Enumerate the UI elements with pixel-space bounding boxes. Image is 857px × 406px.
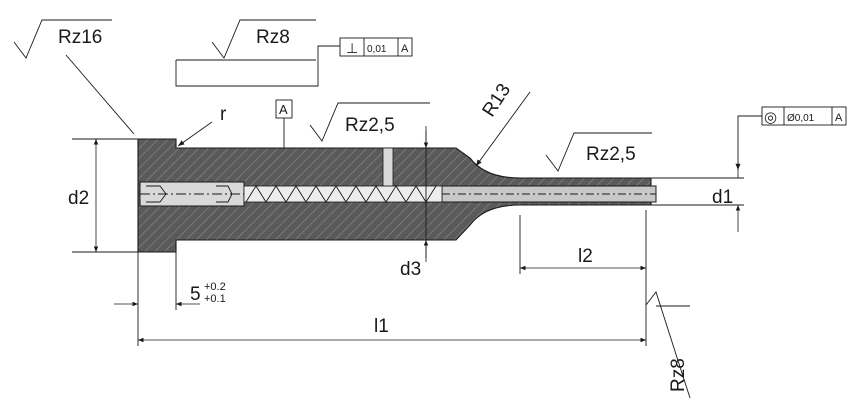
shoulder-tol-lower: +0.1 [204, 293, 226, 305]
vent-hole [382, 147, 394, 187]
concentricity-frame: ◎ Ø0,01 A [735, 106, 847, 170]
rz2-5-left-symbol: Rz2,5 [309, 102, 430, 142]
d1-label: d1 [712, 187, 733, 208]
d3-label: d3 [400, 259, 421, 280]
shoulder-nominal: 5 [190, 284, 201, 305]
rz2-5-right-label: Rz2,5 [586, 144, 636, 165]
dimension-d2: d2 [68, 138, 138, 253]
dimension-d1: d1 [651, 170, 744, 232]
rz2-5-left-label: Rz2,5 [345, 115, 395, 136]
datum-a-label: A [279, 102, 288, 117]
rz16-symbol: Rz16 [13, 19, 135, 135]
dimension-l1: l1 [138, 274, 647, 346]
dimension-d3: d3 [400, 126, 429, 280]
rz2-5-right-symbol: Rz2,5 [545, 132, 652, 172]
dimension-l2: l2 [519, 210, 647, 274]
spring-icon [245, 185, 437, 203]
datum-a: A [275, 99, 293, 148]
rz8-top-label: Rz8 [256, 27, 290, 48]
concentricity-datum: A [835, 112, 843, 124]
concentricity-symbol: ◎ [764, 109, 777, 126]
perpendicularity-datum: A [401, 43, 409, 55]
r-label: r [220, 104, 227, 125]
d2-label: d2 [68, 188, 89, 209]
r-callout: r [177, 104, 227, 147]
r13-callout: R13 [475, 80, 531, 167]
concentricity-tolerance: Ø0,01 [787, 113, 815, 124]
perpendicularity-tolerance: 0,01 [367, 44, 387, 55]
rz8-top-symbol: Rz8 [176, 19, 316, 61]
shoulder-tol-upper: +0.2 [204, 281, 226, 293]
rz8-right-symbol: Rz8 [645, 291, 691, 399]
part-section [137, 130, 657, 258]
r13-label: R13 [479, 80, 516, 121]
spring-channel [243, 185, 443, 203]
rz8-right-label: Rz8 [668, 358, 689, 392]
perpendicularity-symbol: ⊥ [346, 40, 358, 56]
l2-label: l2 [578, 246, 593, 267]
rz16-label: Rz16 [58, 27, 102, 48]
perpendicularity-frame: ⊥ 0,01 A [175, 37, 413, 87]
dimension-shoulder: 5 +0.2 +0.1 [114, 252, 226, 346]
l1-label: l1 [374, 316, 389, 337]
